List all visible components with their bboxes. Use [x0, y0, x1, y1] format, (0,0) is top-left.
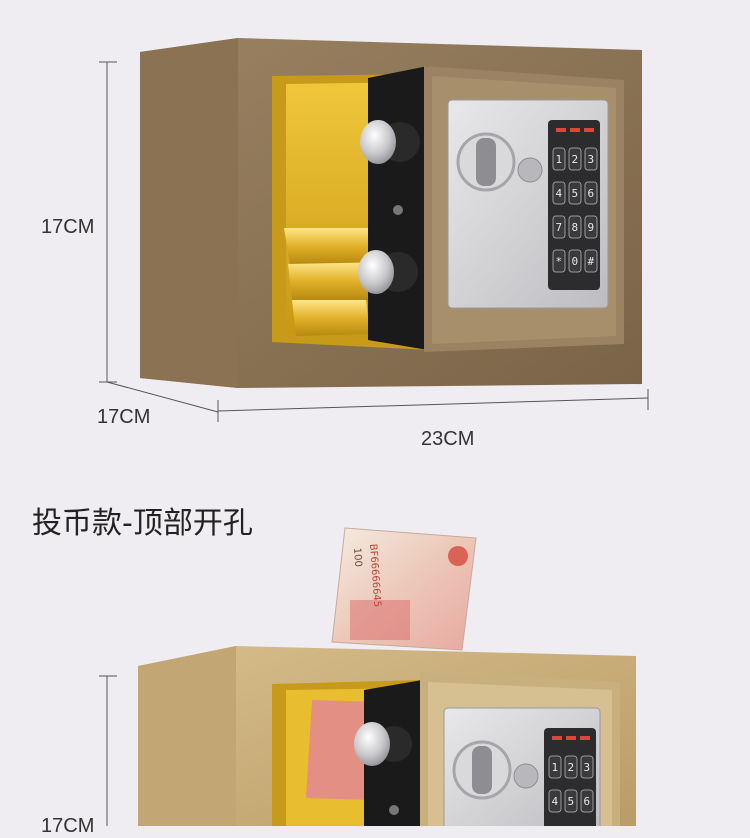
keypad-key	[568, 181, 582, 205]
keypad-key	[584, 147, 598, 171]
keypad-key-label: 4	[552, 795, 559, 808]
keypad-key-label: #	[588, 255, 595, 268]
hinge-knob-lower	[358, 250, 418, 294]
keypad-key-label: 6	[584, 795, 591, 808]
width-dimension-label: 23CM	[421, 428, 475, 450]
keypad-key-label: 8	[572, 221, 579, 234]
keypad-key	[552, 181, 566, 205]
keypad-key-label: 9	[588, 221, 595, 234]
keypad-key-label: 5	[572, 187, 579, 200]
keypad-key	[568, 147, 582, 171]
hinge-knob-bottom	[354, 722, 412, 766]
hinge-knob-upper	[360, 120, 420, 164]
keypad-key-label: 2	[572, 153, 579, 166]
keypad-key-label: 3	[584, 761, 591, 774]
keypad-key-label: 0	[572, 255, 579, 268]
keypad-key	[568, 249, 582, 273]
keypad-key	[584, 249, 598, 273]
height-dimension-label: 17CM	[41, 216, 95, 238]
dimension-lines-bottom	[99, 675, 117, 826]
keypad-key-label: 6	[588, 187, 595, 200]
banknote: 100 BF66666645	[331, 527, 477, 651]
keypad-key	[548, 755, 562, 779]
height-dimension-label-bottom: 17CM	[41, 815, 95, 837]
keypad-key-label: 5	[568, 795, 575, 808]
keypad-key	[564, 755, 578, 779]
keypad-key-label: 7	[556, 221, 563, 234]
keypad-key-label: 4	[556, 187, 563, 200]
keypad-key	[564, 789, 578, 813]
keypad-key-label: *	[556, 255, 563, 268]
keypad-key	[568, 215, 582, 239]
keypad-key-label: 1	[556, 153, 563, 166]
keypad-key	[552, 249, 566, 273]
keypad-key	[580, 755, 594, 779]
keypad-key-label: 2	[568, 761, 575, 774]
keypad-key	[552, 215, 566, 239]
banknote-serial: BF66666645	[367, 543, 382, 607]
keypad-key	[584, 181, 598, 205]
dimension-lines	[99, 61, 649, 422]
keypad-key-label: 1	[552, 761, 559, 774]
keypad-key	[552, 147, 566, 171]
keypad-key-label: 3	[588, 153, 595, 166]
banknote-denomination: 100	[351, 547, 363, 567]
keypad-key	[584, 215, 598, 239]
keypad-key	[580, 789, 594, 813]
section-title: 投币款-顶部开孔	[32, 506, 253, 541]
keypad-key	[548, 789, 562, 813]
depth-dimension-label: 17CM	[97, 406, 151, 428]
